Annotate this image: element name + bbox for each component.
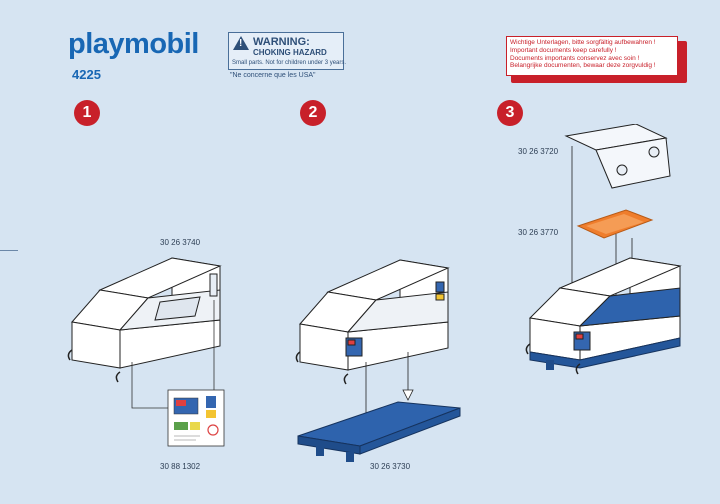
warning-title: WARNING: [253, 36, 310, 48]
incubator-body [528, 257, 682, 361]
incubator-wheels [525, 343, 581, 375]
documents-line-nl: Belangrijke documenten, bewaar deze zorg… [510, 62, 656, 70]
documents-line-en: Important documents keep carefully ! [510, 46, 617, 54]
sticker-sheet [167, 389, 225, 447]
documents-notice: Wichtige Unterlagen, bitte sorgfältig au… [506, 36, 678, 76]
mattress-pad [576, 209, 654, 239]
part-code-3720: 30 26 3720 [518, 147, 559, 156]
step-2-illustration [295, 259, 461, 462]
part-code-1302: 30 88 1302 [160, 462, 201, 471]
step-badge-3: 3 [497, 100, 523, 126]
sticker-leader-lines [131, 300, 215, 409]
incubator-body [71, 257, 222, 369]
step-3-illustration [525, 124, 682, 375]
warning-box: ! WARNING: CHOKING HAZARD Small parts. N… [228, 32, 347, 70]
documents-line-fr: Documents importants conservez avec soin… [510, 54, 640, 62]
blue-base [297, 401, 461, 462]
canopy-part [564, 124, 671, 189]
documents-line-de: Wichtige Unterlagen, bitte sorgfältig au… [510, 39, 656, 46]
part-code-3740: 30 26 3740 [160, 238, 201, 247]
part-code-3730: 30 26 3730 [370, 462, 411, 471]
part-code-3770: 30 26 3770 [518, 228, 559, 237]
step-badge-2: 2 [300, 100, 326, 126]
blue-base [529, 337, 681, 370]
page-edge-mark [0, 250, 18, 251]
warning-note: "Ne concerne que les USA" [230, 72, 316, 79]
incubator-body [299, 259, 450, 371]
warning-subtitle: CHOKING HAZARD [253, 48, 327, 57]
step-1-illustration [67, 257, 225, 447]
step-badge-1: 1 [74, 100, 100, 126]
incubator-wheels [295, 351, 349, 385]
brand-logo: playmobil [68, 28, 199, 60]
warning-fine-print: Small parts. Not for children under 3 ye… [232, 60, 347, 66]
model-number: 4225 [72, 67, 101, 82]
incubator-wheels [67, 349, 121, 383]
warning-icon: ! [233, 36, 249, 50]
